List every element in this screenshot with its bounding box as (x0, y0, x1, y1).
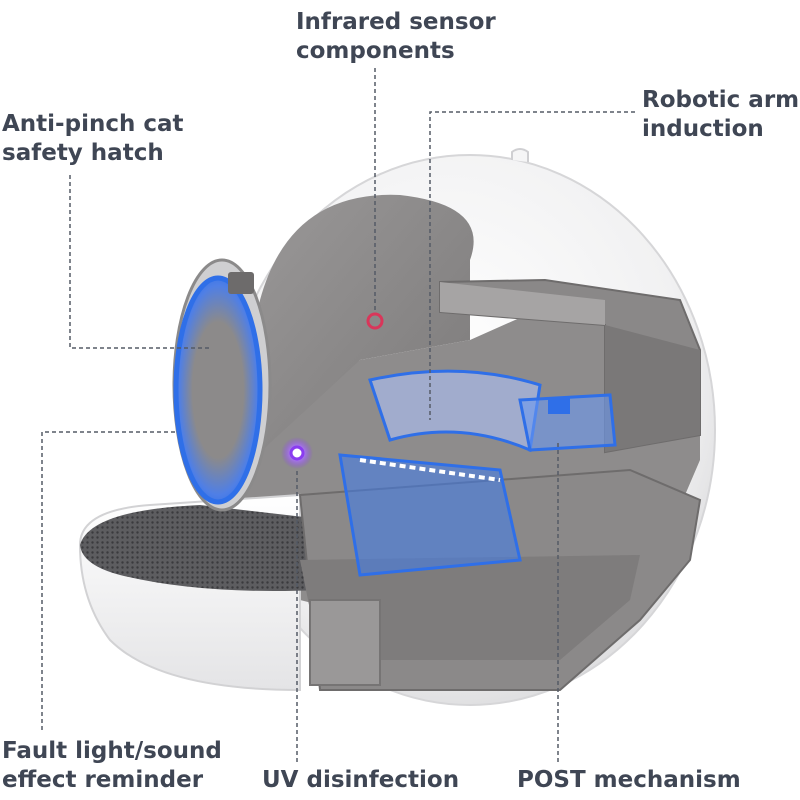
callout-safety-hatch: Anti-pinch cat safety hatch (2, 110, 183, 168)
leader-fault (41, 431, 175, 730)
safety-hatch (172, 258, 272, 512)
leader-hatch (69, 175, 212, 349)
callout-hatch-line1: Anti-pinch cat (2, 111, 184, 137)
callout-post-line1: POST mechanism (517, 767, 741, 793)
callout-infrared-line1: Infrared sensor (296, 9, 496, 35)
callout-post-mechanism: POST mechanism (517, 766, 741, 795)
callout-hatch-line2: safety hatch (2, 140, 164, 166)
callout-fault-line2: effect reminder (2, 767, 204, 793)
callout-uv-disinfection: UV disinfection (262, 766, 459, 795)
robotic-arm-rake (338, 369, 617, 577)
leader-robotic (429, 111, 635, 420)
callout-fault-reminder: Fault light/sound effect reminder (2, 737, 222, 795)
leader-lines (41, 68, 635, 762)
callout-fault-line1: Fault light/sound (2, 738, 222, 764)
infrared-sensor-dot (366, 312, 384, 330)
uv-light-dot (281, 437, 313, 469)
callout-robotic-line1: Robotic arm (642, 87, 800, 113)
callout-infrared-sensor: Infrared sensor components (296, 8, 496, 66)
callout-infrared-line2: components (296, 38, 455, 64)
waste-bin (439, 278, 701, 454)
callout-robotic-arm: Robotic arm induction (642, 86, 799, 144)
callout-uv-line1: UV disinfection (262, 767, 460, 793)
callout-robotic-line2: induction (642, 116, 764, 142)
